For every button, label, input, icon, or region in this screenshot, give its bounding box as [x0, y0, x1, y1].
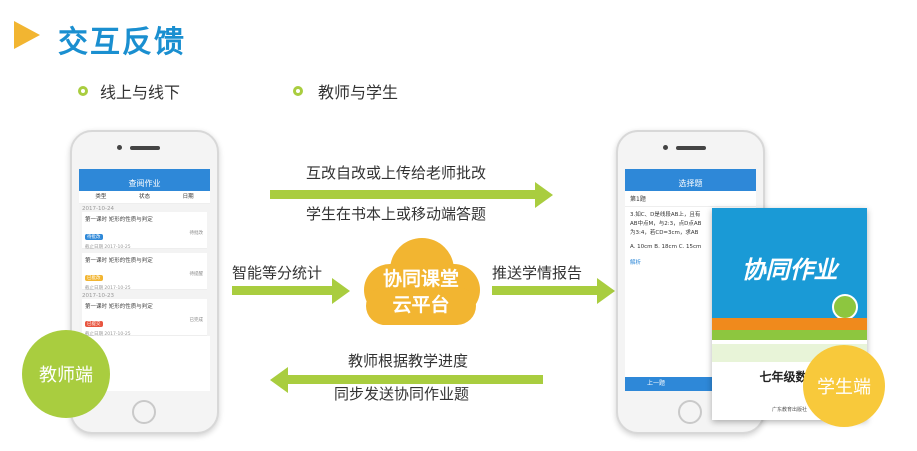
title-arrow-icon	[14, 21, 40, 49]
item-title: 第一课时 矩形的性质与判定	[85, 304, 153, 310]
cloud-platform: 协同课堂 云平台	[352, 232, 490, 342]
arrow-right-line	[270, 190, 535, 199]
flow-text-right: 推送学情报告	[492, 264, 583, 282]
flow-text-bottom-1: 教师根据教学进度	[348, 352, 469, 370]
cloud-line2: 云平台	[392, 294, 450, 316]
student-badge-label: 学生端	[817, 377, 871, 398]
question-number: 第1题	[630, 196, 646, 203]
teacher-appbar: 查阅作业	[79, 177, 210, 191]
arrow-right-icon	[332, 278, 350, 304]
cover-orange-band	[712, 318, 867, 330]
bullet-label-online-offline: 线上与线下	[100, 83, 181, 102]
book-logo-icon	[832, 294, 858, 320]
homework-list: 2017-10-24 第一课时 矩形的性质与判定 待批改 截止日期 2017-1…	[79, 204, 210, 337]
filter-bar: 类型 状态 日期	[79, 191, 210, 204]
speaker-icon	[130, 146, 160, 150]
item-action: 待批改	[189, 231, 204, 236]
arrow-from-cloud-line	[492, 286, 597, 295]
student-appbar: 选择题	[625, 177, 756, 191]
item-action: 已完成	[189, 318, 204, 323]
filter-date[interactable]: 日期	[182, 194, 194, 200]
bullet-icon	[78, 86, 88, 96]
student-app-title: 选择题	[678, 179, 703, 188]
teacher-screen: 查阅作业 类型 状态 日期 2017-10-24 第一课时 矩形的性质与判定 待…	[79, 169, 210, 391]
flow-text-top-1: 互改自改或上传给老师批改	[306, 164, 487, 182]
bullet-label-teacher-student: 教师与学生	[318, 83, 399, 102]
arrow-right-icon	[597, 278, 615, 304]
cloud-line1: 协同课堂	[382, 268, 459, 290]
book-title: 协同作业	[741, 256, 838, 284]
flow-text-top-2: 学生在书本上或移动端答题	[306, 205, 487, 223]
arrow-right-icon	[535, 182, 553, 208]
item-meta: 截止日期 2017-10-25	[85, 286, 131, 291]
student-badge: 学生端	[803, 345, 885, 427]
flow-text-bottom-2: 同步发送协同作业题	[334, 385, 470, 403]
cover-green-band	[712, 330, 867, 340]
item-meta: 截止日期 2017-10-25	[85, 332, 131, 337]
speaker-icon	[676, 146, 706, 150]
bullet-icon	[293, 86, 303, 96]
list-date: 2017-10-24	[82, 206, 114, 212]
teacher-app-title: 查阅作业	[128, 179, 161, 188]
list-item[interactable]: 第一课时 矩形的性质与判定 待批改 截止日期 2017-10-25 待批改	[82, 212, 207, 250]
status-badge: 待批改	[85, 234, 103, 240]
teacher-badge: 教师端	[22, 330, 110, 418]
list-item[interactable]: 第一课时 矩形的性质与判定 已提交 截止日期 2017-10-25 已完成	[82, 299, 207, 337]
page-title: 交互反馈	[58, 25, 186, 60]
status-bar	[625, 169, 756, 177]
book-publisher: 广东教育出版社	[771, 407, 807, 413]
item-title: 第一课时 矩形的性质与判定	[85, 258, 153, 264]
camera-icon	[663, 145, 668, 150]
filter-type[interactable]: 类型	[95, 194, 107, 200]
status-bar	[79, 169, 210, 177]
answer-label: 解析	[630, 260, 642, 266]
status-badge: 已批改	[85, 275, 103, 281]
item-action: 待提醒	[189, 272, 204, 277]
arrow-left-line	[288, 375, 543, 384]
item-meta: 截止日期 2017-10-25	[85, 245, 131, 250]
camera-icon	[117, 145, 122, 150]
cloud-icon	[364, 238, 480, 325]
prev-button-label: 上一题	[647, 380, 666, 387]
question-header: 第1题	[625, 191, 756, 207]
home-button[interactable]	[132, 400, 156, 424]
filter-status[interactable]: 状态	[138, 194, 150, 200]
arrow-left-icon	[270, 367, 288, 393]
teacher-badge-label: 教师端	[39, 365, 93, 386]
question-text: 3.如C、D是线段AB上，且有AB中点M，与2:3，点D点AB为3:4，若CD=…	[630, 212, 702, 236]
list-date: 2017-10-23	[82, 293, 114, 299]
question-options: A. 10cm B. 18cm C. 15cm	[630, 244, 702, 250]
flow-text-left: 智能等分统计	[232, 264, 323, 282]
list-item[interactable]: 第一课时 矩形的性质与判定 已批改 截止日期 2017-10-25 待提醒	[82, 253, 207, 291]
home-button[interactable]	[678, 400, 702, 424]
teacher-phone: 查阅作业 类型 状态 日期 2017-10-24 第一课时 矩形的性质与判定 待…	[70, 130, 219, 434]
arrow-to-cloud-line	[232, 286, 332, 295]
status-badge: 已提交	[85, 321, 103, 327]
item-title: 第一课时 矩形的性质与判定	[85, 217, 153, 223]
